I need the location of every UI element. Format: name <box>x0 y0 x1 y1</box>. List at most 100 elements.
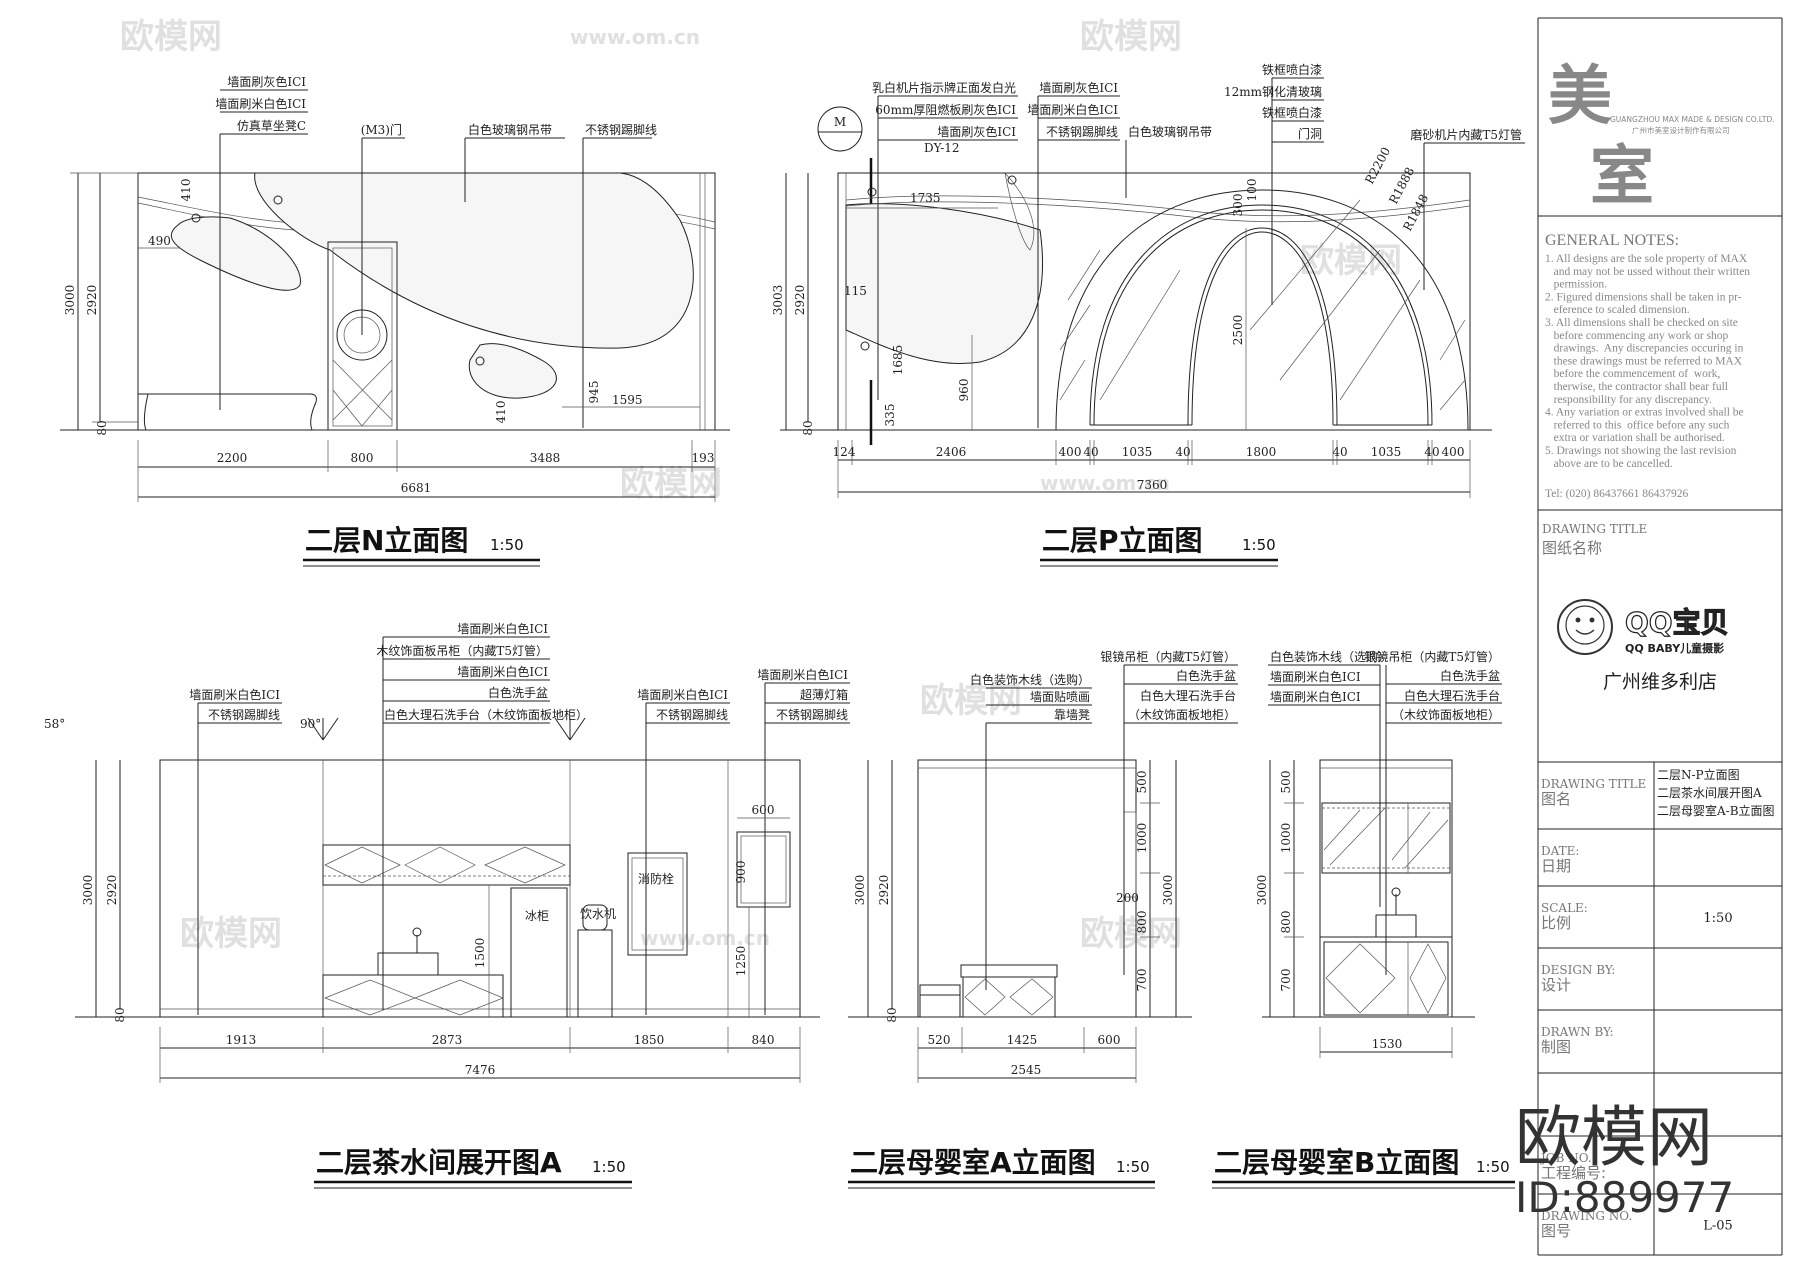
material-label: 白色玻璃钢吊带 <box>468 122 552 137</box>
material-label: 白色大理石洗手台 <box>1140 688 1236 703</box>
row-value: 二层茶水间展开图A <box>1657 785 1762 800</box>
row-label-en: DRAWING NO. <box>1541 1209 1632 1223</box>
material-label: 墙面刷米白色ICI <box>189 687 280 702</box>
material-label: 白色装饰木线（选购） <box>970 672 1090 687</box>
cloud-shape <box>845 203 1043 364</box>
row-label-en: DRAWN BY: <box>1541 1025 1614 1039</box>
wall-outline <box>159 759 801 1018</box>
material-label: （木纹饰面板地柜） <box>1128 708 1236 722</box>
dimension-label: 2920 <box>105 875 119 906</box>
material-label: 墙面刷灰色ICI <box>1039 81 1118 95</box>
row-label-cn: 制图 <box>1541 1038 1571 1056</box>
fire-hydrant-box <box>627 852 688 956</box>
drawing-scale: 1:50 <box>1476 1158 1510 1176</box>
watermark-id: ID:889977 <box>1515 1173 1734 1222</box>
dimension-label: 2920 <box>877 875 891 906</box>
tea-room-elevation: 冰柜 饮水机 消防栓 90° 58° 墙面刷米白色ICI 不锈钢踢脚线 墙面刷米… <box>44 621 850 1189</box>
upper-cabinet <box>322 844 571 886</box>
bench-top <box>960 964 1058 978</box>
dimension-label: 3000 <box>853 875 867 906</box>
material-label: 白色洗手盆 <box>1440 668 1500 683</box>
fixture-label: 冰柜 <box>525 909 549 923</box>
note-line: therwise, the contractor shall bear full <box>1545 381 1728 393</box>
material-label: 超薄灯箱 <box>800 687 848 702</box>
dimension-label: 80 <box>113 1007 127 1022</box>
dimension-label: 100 <box>1245 179 1259 202</box>
material-label: 60mm厚阻燃板刷灰色ICI <box>875 102 1016 117</box>
dimension-label: 1250 <box>734 946 748 977</box>
material-label: 墙面刷米白色ICI <box>457 621 548 636</box>
angle-marker <box>307 717 586 741</box>
material-label: 靠墙凳 <box>1054 707 1090 722</box>
watermark-site: www.om.cn <box>570 25 700 49</box>
dimension-label: 2200 <box>217 451 248 465</box>
row-label-cn: 图名 <box>1541 790 1571 808</box>
row-value: 二层母婴室A-B立面图 <box>1657 803 1775 818</box>
note-line: and may not be ussed without their writt… <box>1545 266 1750 278</box>
dimension-label: 1800 <box>1246 445 1277 459</box>
row-value: 1:50 <box>1703 911 1732 926</box>
dimension-label: 945 <box>587 381 601 404</box>
row-label-cn: 比例 <box>1541 914 1571 932</box>
dimension-label: 335 <box>883 404 897 427</box>
note-line: eference to scaled dimension. <box>1545 304 1690 316</box>
material-label: 墙面刷米白色ICI <box>637 687 728 702</box>
dimension-label: 2873 <box>432 1033 463 1047</box>
material-label: 白色大理石洗手台 <box>1404 688 1500 703</box>
row-value: 二层N-P立面图 <box>1657 767 1740 782</box>
material-label: （木纹饰面板地柜） <box>1392 708 1500 722</box>
sink-counter <box>322 974 504 1018</box>
note-line: above are to be cancelled. <box>1545 458 1673 470</box>
row-label-en: DATE: <box>1541 844 1579 858</box>
material-label: 木纹饰面板吊柜（内藏T5灯管） <box>376 643 548 658</box>
dimension-label: 1595 <box>612 393 643 407</box>
material-label: 12mm钢化清玻璃 <box>1224 85 1322 99</box>
drawing-scale: 1:50 <box>592 1158 626 1176</box>
dimension-label: 700 <box>1279 969 1293 992</box>
material-label: 不锈钢踢脚线 <box>585 122 657 137</box>
dimension-label: 700 <box>1135 969 1149 992</box>
note-line: before commencing any work or shop <box>1545 330 1729 342</box>
dimension-label: 124 <box>833 445 856 459</box>
dimension-label: 960 <box>957 379 971 402</box>
material-label: 铁框喷白漆 <box>1262 62 1322 77</box>
dimension-label: 40 <box>1424 445 1439 459</box>
p-elevation: M 乳白机片指示牌正面发白光 60mm厚阻燃板刷灰色ICI 墙面刷灰色ICI D… <box>771 62 1525 567</box>
dimension-label: 115 <box>844 284 867 298</box>
tel: Tel: (020) 86437661 86437926 <box>1545 488 1689 500</box>
fixture-label: 饮水机 <box>580 907 616 921</box>
material-label: 铁框喷白漆 <box>1262 105 1322 120</box>
middle-arch <box>1089 204 1433 426</box>
radius-label: R2200 <box>1362 145 1393 187</box>
material-label: 门洞 <box>1298 126 1322 141</box>
row-label-cn: 设计 <box>1541 976 1571 994</box>
dimension-label: 1850 <box>634 1033 665 1047</box>
dimension-label: 6681 <box>401 481 432 495</box>
drawing-scale: 1:50 <box>1116 1158 1150 1176</box>
watermark-brand: 欧模网 <box>920 681 1022 721</box>
material-label: 不锈钢踢脚线 <box>1046 124 1118 139</box>
client-logo-main: QQ宝贝 <box>1625 606 1729 639</box>
dimension-label: 3000 <box>1161 875 1175 906</box>
row-label-cn: 工程编号: <box>1541 1164 1606 1182</box>
dimension-label: 1035 <box>1122 445 1153 459</box>
elevation-marker <box>817 106 863 152</box>
material-label: 仿真草坐凳C <box>237 118 306 133</box>
dimension-label: 3000 <box>63 285 77 316</box>
door-arch <box>1187 227 1338 426</box>
watermark-brand: 欧模网 <box>1300 241 1402 281</box>
dimension-label: 7476 <box>465 1063 496 1077</box>
material-label: 墙面刷米白色ICI <box>215 96 306 111</box>
drawing-title: 二层P立面图 <box>1042 524 1203 557</box>
dimension-label: 80 <box>95 420 109 435</box>
radius-label: R1848 <box>1400 192 1431 234</box>
dimension-label: 193 <box>692 451 715 465</box>
material-label: 墙面刷米白色ICI <box>1027 102 1118 117</box>
watermark-brand: 欧模网 <box>180 914 282 954</box>
material-label: 不锈钢踢脚线 <box>656 707 728 722</box>
marker-letter: M <box>834 115 846 129</box>
material-label: 银镜吊柜（内藏T5灯管） <box>1364 649 1500 664</box>
note-line: 1. All designs are the sole property of … <box>1545 253 1748 265</box>
logo-char: 室 <box>1590 139 1654 214</box>
note-line: drawings. Any discrepancies occuring in <box>1545 343 1744 355</box>
